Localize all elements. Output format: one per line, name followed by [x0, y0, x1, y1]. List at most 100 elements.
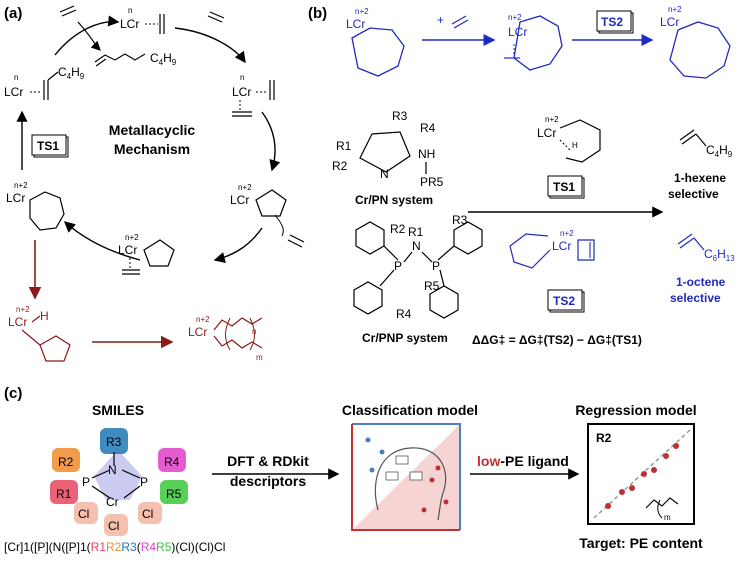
panel-b-label: (b) [308, 5, 327, 22]
lcr-polymer: LCr [188, 325, 207, 339]
smiles-string: [Cr]1([P](N([P]1(R1R2R3(R4R5)(Cl)(Cl)Cl [4, 540, 225, 554]
mechanism-line2: Mechanism [114, 141, 190, 157]
svg-text:+: + [437, 13, 444, 27]
svg-text:R1: R1 [56, 487, 72, 501]
ethylene-in-c [289, 234, 305, 243]
lcr-blue-1: LCr [346, 17, 365, 31]
lcr-hexenyl: LCr [4, 85, 23, 99]
svg-text:R2: R2 [390, 222, 406, 236]
svg-text:R4: R4 [164, 455, 180, 469]
classification-box [351, 423, 461, 531]
svg-text:R3: R3 [106, 435, 122, 449]
svg-text:C4H9: C4H9 [706, 143, 733, 159]
svg-text:m: m [256, 353, 263, 362]
svg-text:C4H9: C4H9 [58, 65, 85, 81]
svg-text:R2: R2 [332, 159, 348, 173]
svg-text:n+2: n+2 [668, 5, 682, 14]
svg-text:n+2: n+2 [545, 115, 559, 124]
mechanism-line1: Metallacyclic [109, 122, 196, 138]
hexene-selective: selective [668, 187, 719, 201]
svg-text:P: P [82, 475, 90, 489]
dft-line2: descriptors [230, 473, 306, 489]
svg-text:R4: R4 [420, 121, 436, 135]
svg-text:N: N [412, 239, 421, 253]
cr-pn-system: Cr/PN system [355, 193, 433, 207]
svg-text:C4H9: C4H9 [150, 51, 177, 67]
cr-pnp-system: Cr/PNP system [362, 331, 448, 345]
octene-selective: selective [670, 291, 721, 305]
svg-text:R4: R4 [396, 307, 412, 321]
lcr-blue-2: LCr [508, 25, 527, 39]
svg-text:N: N [380, 167, 389, 181]
svg-text:n+2: n+2 [196, 315, 210, 324]
regression-box [587, 423, 695, 525]
butene-release [94, 53, 146, 63]
target-label: Target: PE content [579, 535, 703, 551]
panel-a-label: (a) [4, 5, 22, 22]
svg-text:R1: R1 [336, 139, 352, 153]
octene-label: 1-octene [676, 275, 726, 289]
svg-text:n+2: n+2 [125, 233, 139, 242]
svg-text:Cl: Cl [142, 507, 153, 521]
svg-text:n: n [128, 6, 132, 15]
lcr-heptane: LCr [6, 191, 25, 205]
panel-b: (b) n+2 LCr + n+2 LCr TS2 n+2 LCr R3 R4 … [308, 5, 735, 347]
cycle-arrow-1 [174, 27, 246, 64]
svg-text:R2: R2 [58, 455, 74, 469]
ddg-equation: ΔΔG‡ = ΔG‡(TS2) − ΔG‡(TS1) [472, 333, 642, 347]
low-pe-label: low-PE ligand [477, 453, 569, 469]
svg-text:R5: R5 [424, 279, 440, 293]
regression-title: Regression model [575, 402, 696, 418]
lcr-ts2: LCr [552, 239, 571, 253]
svg-text:n+2: n+2 [355, 7, 369, 16]
svg-text:TS1: TS1 [553, 180, 575, 194]
lcr-blue-3: LCr [660, 15, 679, 29]
svg-text:Cl: Cl [108, 519, 119, 533]
lcr-pentane-ethylene: LCr [118, 243, 137, 257]
svg-text:N: N [108, 463, 117, 477]
svg-text:n+2: n+2 [238, 183, 252, 192]
svg-text:Cr: Cr [106, 495, 119, 509]
svg-text:C6H13: C6H13 [704, 247, 735, 263]
lcr-top: LCr [120, 17, 139, 31]
svg-text:Cl: Cl [78, 507, 89, 521]
ethylene-in-b [209, 11, 225, 19]
lcr-bis-ethylene: LCr [232, 85, 251, 99]
panel-c: (c) SMILES Classification model Regressi… [4, 385, 703, 554]
svg-text:R5: R5 [166, 487, 182, 501]
svg-text:n: n [240, 73, 244, 82]
svg-text:P: P [394, 259, 402, 273]
svg-text:n: n [14, 73, 18, 82]
dft-line1: DFT & RDkit [227, 453, 309, 469]
svg-text:H: H [40, 309, 49, 323]
svg-text:P: P [140, 475, 148, 489]
hexene-label: 1-hexene [674, 171, 726, 185]
cycle-arrow-2 [261, 111, 281, 172]
svg-text:P: P [432, 259, 440, 273]
lcr-ts1: LCr [537, 126, 556, 140]
svg-text:m: m [664, 513, 671, 522]
svg-text:R1: R1 [408, 225, 424, 239]
ethylene-in-a [59, 5, 75, 13]
svg-text:TS1: TS1 [37, 139, 59, 153]
smiles-title: SMILES [92, 402, 144, 418]
classification-title: Classification model [342, 402, 478, 418]
panel-a: (a) C4H9 n LCr n LCr [4, 5, 305, 362]
lcr-pentane: LCr [230, 193, 249, 207]
cycle-arrow-6 [54, 15, 120, 56]
cycle-arrow-3 [213, 227, 263, 264]
pnp-ligand [353, 221, 483, 319]
svg-text:R3: R3 [452, 213, 468, 227]
svg-text:n+2: n+2 [560, 229, 574, 238]
svg-text:n+2: n+2 [508, 13, 522, 22]
panel-c-label: (c) [4, 385, 22, 402]
pnp-cr-molecule [50, 428, 188, 536]
svg-text:R3: R3 [392, 109, 408, 123]
svg-text:NH: NH [418, 147, 435, 161]
svg-text:n+2: n+2 [14, 181, 28, 190]
svg-text:TS2: TS2 [601, 15, 623, 29]
cycle-arrow-4 [63, 221, 141, 261]
svg-text:n: n [252, 327, 256, 336]
